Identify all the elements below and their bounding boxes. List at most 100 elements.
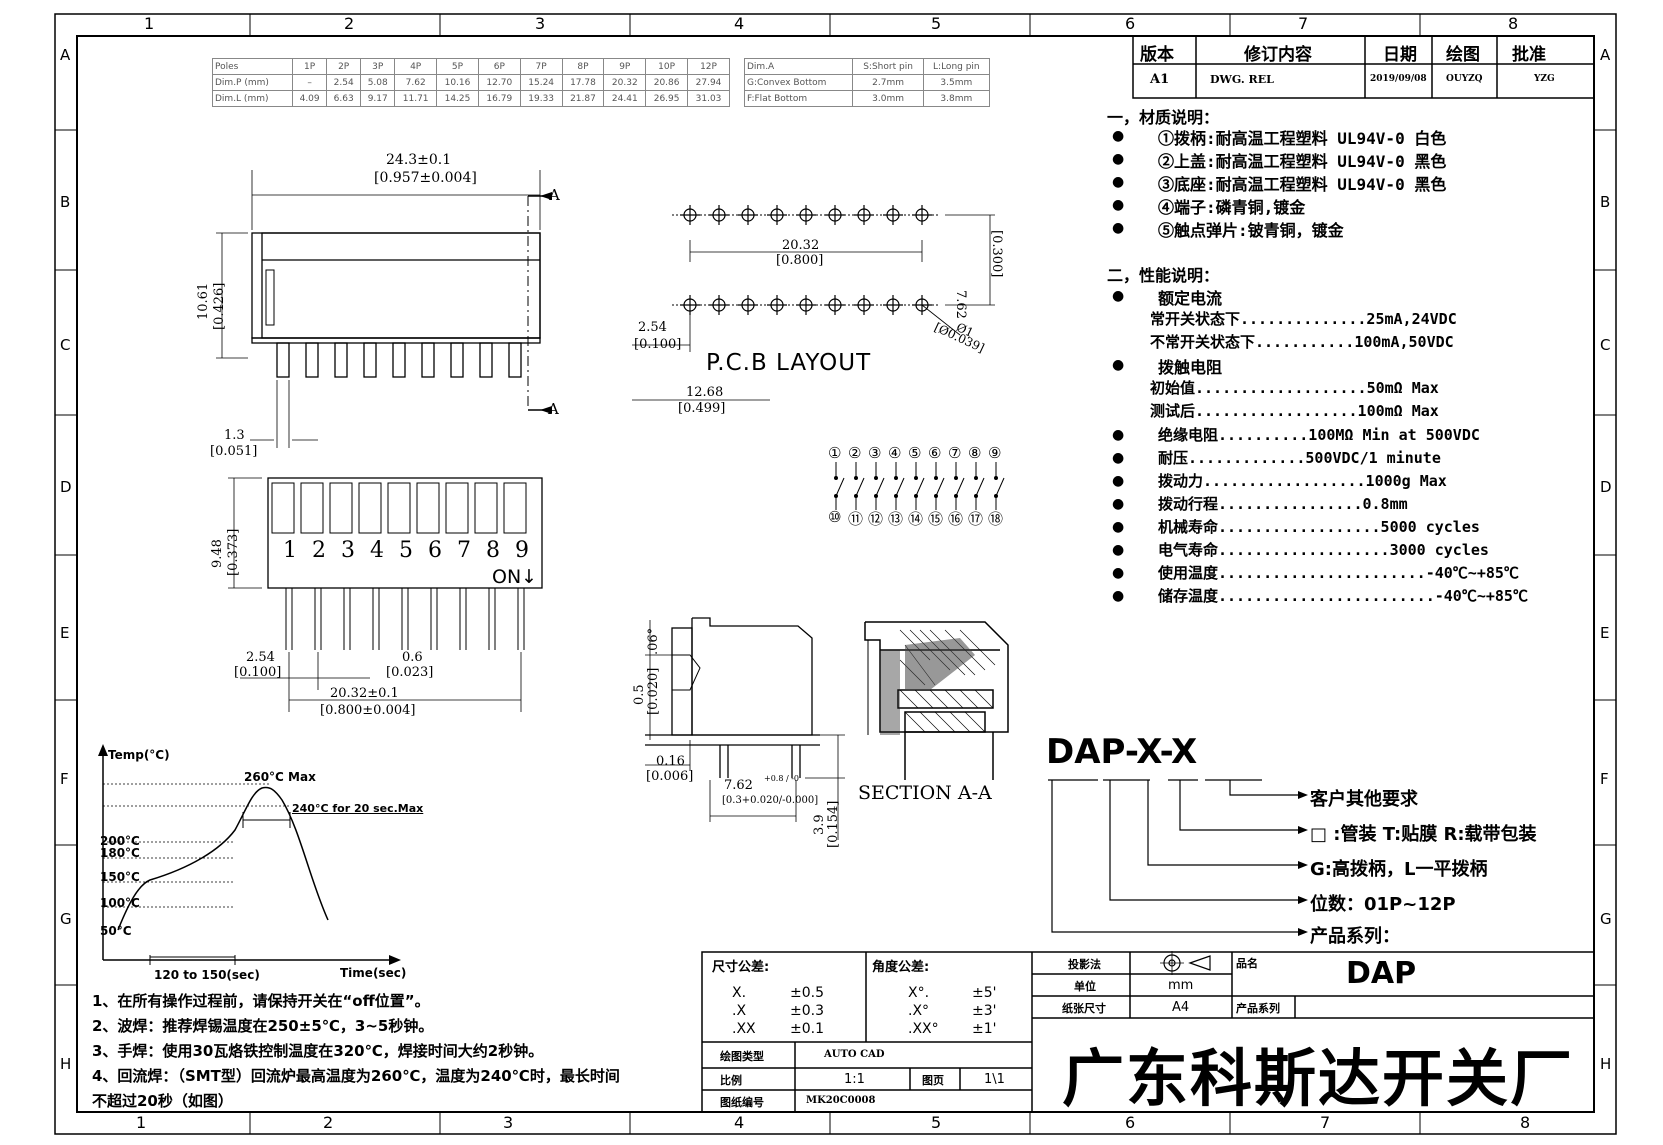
- material-item: ②上盖:耐高温工程塑料 UL94V-0 黑色: [1158, 152, 1447, 171]
- table-row: F:Flat Bottom 3.0mm 3.8mm: [743, 90, 991, 107]
- switch-node: [854, 494, 858, 498]
- table-cell: 27.94: [687, 74, 730, 91]
- switch-number: 6: [428, 538, 442, 563]
- bullet-icon: ●: [1112, 174, 1125, 190]
- tol-key: .X: [732, 1003, 747, 1019]
- pin-span-dim-inch: [0.800±0.004]: [320, 703, 416, 718]
- switch-contact: [875, 477, 885, 497]
- terminal-number: ⑪: [848, 510, 864, 528]
- table-cell: 17.78: [561, 74, 605, 91]
- side-d4-dim-inch: [0.154]: [826, 800, 841, 848]
- switch-number: 9: [515, 538, 529, 563]
- switch-contact: [995, 477, 1005, 497]
- revision-table-lines: [1132, 35, 1595, 99]
- terminal-number: ⑤: [908, 444, 922, 462]
- table-cell: Dim.L (mm): [211, 90, 294, 107]
- contact-resistance-line: 测试后..................100mΩ Max: [1150, 402, 1439, 420]
- switch-number: 4: [370, 538, 384, 563]
- process-notes: 1、在所有操作过程前，请保持开关在“off位置”。 2、波焊：推荐焊锡温度在25…: [92, 990, 620, 1111]
- unit-value: mm: [1168, 978, 1194, 993]
- col-label: 3: [503, 1113, 514, 1132]
- ang-key: .XX°: [908, 1021, 939, 1037]
- col-label: 5: [931, 14, 942, 33]
- table-cell: 8P: [561, 58, 605, 75]
- row-label: C: [60, 336, 71, 354]
- tol-value: ±0.5: [790, 985, 824, 1001]
- terminal-number: ⑧: [968, 444, 982, 462]
- rev-version: A1: [1150, 72, 1170, 87]
- switch-node: [934, 494, 938, 498]
- bullet-icon: ●: [1112, 197, 1125, 213]
- reflow-200-label: 200°C: [100, 834, 140, 848]
- row-label: E: [60, 624, 70, 642]
- table-cell: F:Flat Bottom: [743, 90, 854, 107]
- table-row: Poles 1P 2P 3P 4P 5P 6P 7P 8P 9P 10P 12P: [211, 58, 730, 75]
- reflow-peak-label: 260°C Max: [244, 770, 316, 784]
- row-label: D: [1600, 478, 1612, 496]
- row-label: B: [1600, 193, 1611, 211]
- table-cell: G:Convex Bottom: [743, 74, 854, 91]
- row-label: D: [60, 478, 72, 496]
- side-d3-tolerance: +0.8 / -0: [764, 774, 799, 783]
- switch-node: [994, 494, 998, 498]
- bullet-icon: ●: [1112, 588, 1125, 604]
- top-width-dim: 24.3±0.1: [386, 152, 452, 168]
- unit-label: 单位: [1074, 980, 1096, 993]
- performance-item: 使用温度.......................-40℃~+85℃: [1158, 564, 1519, 582]
- page-label: 图页: [922, 1074, 944, 1087]
- product-name-value: DAP: [1346, 956, 1417, 991]
- performance-item: 拨动行程................0.8mm: [1158, 495, 1408, 513]
- material-item: ③底座:耐高温工程塑料 UL94V-0 黑色: [1158, 175, 1447, 194]
- switch-node: [974, 476, 978, 480]
- dim-tolerance-title: 尺寸公差:: [712, 960, 770, 975]
- table-row: Dim.L (mm) 4.09 6.63 9.17 11.71 14.25 16…: [211, 90, 730, 107]
- row-label: H: [1600, 1055, 1612, 1073]
- bullet-icon: ●: [1112, 151, 1125, 167]
- col-label: 2: [344, 14, 355, 33]
- ang-value: ±1': [972, 1021, 997, 1037]
- top-height-dim: 10.61: [196, 282, 211, 320]
- table-cell: Dim.A: [743, 58, 854, 75]
- table-cell: L:Long pin: [922, 58, 991, 75]
- drawing-type-value: AUTO CAD: [824, 1049, 885, 1060]
- reflow-chart: [102, 750, 395, 965]
- pin-width-dim-inch: [0.051]: [210, 444, 258, 459]
- top-height-dim-inch: [0.426]: [212, 282, 227, 330]
- ang-value: ±3': [972, 1003, 997, 1019]
- pcb-half-dim: 12.68: [686, 385, 724, 400]
- side-angle-dim: .06°: [646, 627, 661, 655]
- rev-header-version: 版本: [1140, 45, 1174, 65]
- material-item: ④端子:磷青铜,镀金: [1158, 198, 1306, 217]
- scale-value: 1:1: [844, 1072, 865, 1087]
- bullet-icon: ●: [1112, 288, 1125, 304]
- switch-node: [954, 494, 958, 498]
- row-label: B: [60, 193, 71, 211]
- terminal-number: ⑱: [988, 510, 1004, 528]
- table-cell: 20.32: [603, 74, 647, 91]
- table-cell: 3.0mm: [852, 90, 924, 107]
- paper-size-value: A4: [1172, 1000, 1190, 1015]
- pcb-holes: [680, 205, 932, 315]
- table-cell: 6P: [477, 58, 521, 75]
- row-label: A: [1600, 46, 1611, 64]
- performance-title: 二，性能说明：: [1107, 266, 1220, 285]
- table-cell: 7.62: [394, 74, 438, 91]
- rev-header-drawn: 绘图: [1446, 45, 1480, 65]
- pcb-span-dim-inch: [0.800]: [776, 253, 824, 268]
- switch-node: [954, 476, 958, 480]
- pcb-span-dim: 20.32: [782, 238, 820, 253]
- col-label: 8: [1520, 1113, 1531, 1132]
- rated-current-label: 额定电流: [1158, 289, 1223, 308]
- table-cell: 5P: [436, 58, 479, 75]
- part-code-line: G:高拨柄，L一平拨柄: [1310, 859, 1488, 880]
- note-line: 2、波焊：推荐焊锡温度在250±5℃，3~5秒钟。: [92, 1017, 434, 1035]
- col-label: 4: [734, 14, 745, 33]
- switch-number: 1: [283, 538, 297, 563]
- tol-key: .XX: [732, 1021, 756, 1037]
- terminal-number: ⑩: [828, 508, 842, 526]
- note-line: 4、回流焊：（SMT型）回流炉最高温度为260℃，温度为240℃时，最长时间: [92, 1067, 620, 1085]
- pcb-row-dim: 7.62: [953, 290, 968, 319]
- reflow-100-label: 100°C: [100, 896, 140, 910]
- terminal-number: ⑬: [888, 510, 904, 528]
